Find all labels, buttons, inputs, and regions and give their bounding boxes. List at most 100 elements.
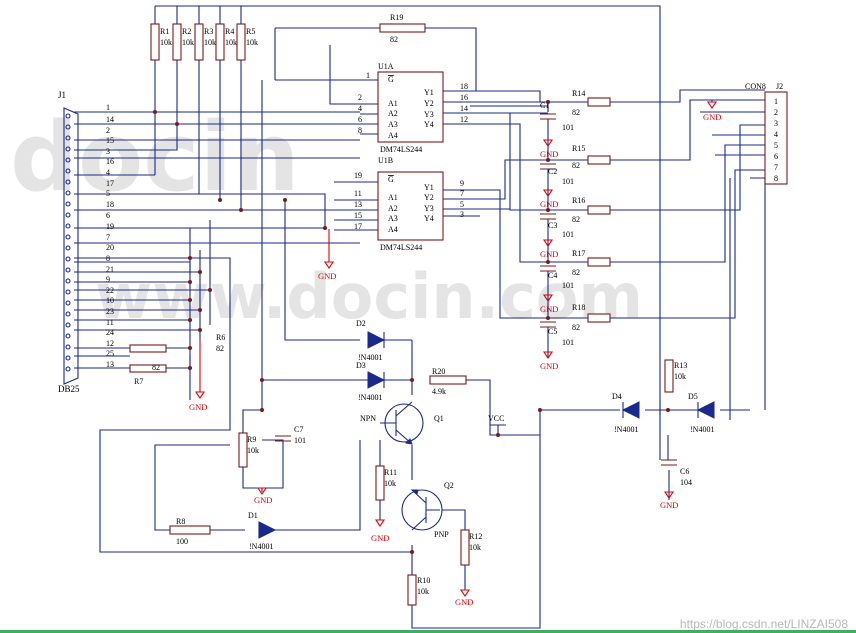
gnd-u1b: GND: [318, 229, 336, 281]
svg-text:A3: A3: [388, 214, 398, 223]
svg-text:1: 1: [366, 71, 370, 80]
svg-text:6: 6: [358, 115, 362, 124]
svg-text:GND: GND: [540, 249, 558, 259]
svg-text:7: 7: [106, 233, 110, 242]
svg-text:C4: C4: [548, 271, 557, 280]
svg-text:R2: R2: [182, 27, 191, 36]
svg-text:101: 101: [562, 281, 574, 290]
svg-text:20: 20: [106, 243, 114, 252]
svg-text:A1: A1: [388, 99, 398, 108]
svg-text:1: 1: [106, 103, 110, 112]
svg-text:10k: 10k: [247, 446, 259, 455]
svg-text:C7: C7: [294, 425, 303, 434]
svg-text:19: 19: [354, 171, 362, 180]
svg-text:R13: R13: [674, 361, 687, 370]
svg-text:14: 14: [106, 115, 114, 124]
svg-text:101: 101: [294, 436, 306, 445]
svg-text:16: 16: [106, 157, 114, 166]
diode-d1: D1 !N4001: [248, 511, 277, 551]
svg-text:13: 13: [354, 200, 362, 209]
svg-text:18: 18: [106, 200, 114, 209]
svg-text:GND: GND: [703, 112, 721, 122]
svg-text:R3: R3: [204, 27, 213, 36]
svg-text:R10: R10: [417, 576, 430, 585]
svg-text:3: 3: [460, 210, 464, 219]
svg-text:7: 7: [774, 163, 778, 172]
svg-text:8: 8: [358, 126, 362, 135]
svg-text:!N4001: !N4001: [358, 353, 382, 362]
ic-u1b: U1B G A1 A2 A3 A4 Y1 Y2 Y3 Y4 19 11 13 1…: [334, 156, 470, 252]
svg-text:Y2: Y2: [424, 99, 434, 108]
svg-text:C3: C3: [548, 221, 557, 230]
svg-text:R1: R1: [160, 27, 169, 36]
svg-text:C6: C6: [680, 467, 689, 476]
svg-text:6: 6: [774, 152, 778, 161]
svg-text:GND: GND: [540, 149, 558, 159]
svg-text:82: 82: [572, 108, 580, 117]
svg-text:15: 15: [106, 136, 114, 145]
j1-pin-labels: 1 14 2 15 3 16 4 17 5 18 6 19 7 20 8 21 …: [106, 103, 114, 369]
svg-text:82: 82: [572, 215, 580, 224]
connector-j2: CON8 J2 1 2 3 4 5 6 7 8: [745, 82, 788, 185]
svg-text:14: 14: [460, 104, 468, 113]
svg-text:D2: D2: [356, 319, 366, 328]
diode-d3: D3 !N4001: [356, 361, 386, 402]
svg-text:Q1: Q1: [434, 414, 444, 423]
svg-text:www.docin.com: www.docin.com: [95, 260, 643, 333]
gnd-c1: GND: [540, 139, 558, 159]
resistor-r19: R19 82: [379, 13, 426, 44]
svg-text:GND: GND: [455, 597, 473, 607]
svg-text:!N4001: !N4001: [690, 425, 714, 434]
connector-j1: J1 DB25 1 14 2 15 3 16 4 17 5 18 6 19 7 …: [58, 90, 114, 394]
svg-text:GND: GND: [318, 271, 336, 281]
svg-text:GND: GND: [540, 304, 558, 314]
svg-text:A4: A4: [388, 131, 398, 140]
svg-text:3: 3: [106, 147, 110, 156]
svg-text:D5: D5: [688, 392, 698, 401]
transistor-q1: NPN Q1: [360, 401, 444, 445]
svg-text:100: 100: [176, 537, 188, 546]
svg-text:CON8: CON8: [745, 82, 766, 91]
svg-text:R9: R9: [247, 435, 256, 444]
svg-text:82: 82: [390, 35, 398, 44]
svg-text:12: 12: [106, 339, 114, 348]
svg-text:U1B: U1B: [378, 156, 393, 165]
svg-text:101: 101: [562, 230, 574, 239]
svg-text:82: 82: [572, 268, 580, 277]
gnd-r9: GND: [254, 487, 272, 505]
svg-text:3: 3: [774, 119, 778, 128]
svg-text:GND: GND: [189, 402, 207, 412]
svg-text:5: 5: [460, 200, 464, 209]
svg-text:4: 4: [774, 130, 778, 139]
svg-text:C1: C1: [540, 101, 549, 110]
resistor-r12: R12 10k: [460, 529, 482, 566]
svg-text:17: 17: [106, 179, 114, 188]
svg-text:R6: R6: [216, 333, 225, 342]
svg-text:!N4001: !N4001: [249, 542, 273, 551]
svg-text:13: 13: [106, 360, 114, 369]
svg-text:Q2: Q2: [444, 481, 454, 490]
svg-text:10k: 10k: [160, 38, 172, 47]
svg-text:11: 11: [354, 189, 362, 198]
svg-text:R14: R14: [572, 89, 585, 98]
svg-text:8: 8: [106, 254, 110, 263]
resistor-r9: R9 10k: [238, 432, 259, 468]
svg-text:R19: R19: [390, 13, 403, 22]
resistor-r8: R8 100: [169, 517, 211, 546]
svg-text:D4: D4: [612, 392, 622, 401]
svg-text:10k: 10k: [469, 543, 481, 552]
svg-text:R5: R5: [246, 27, 255, 36]
gnd-c2: GND: [540, 189, 558, 209]
svg-text:10k: 10k: [384, 479, 396, 488]
gnd-c4: GND: [540, 294, 558, 314]
resistor-r13: R13 10k: [664, 359, 687, 393]
svg-text:J1: J1: [58, 90, 66, 100]
svg-text:24: 24: [106, 328, 114, 337]
svg-text:R12: R12: [469, 532, 482, 541]
gnd-c3: GND: [540, 239, 558, 259]
svg-text:11: 11: [106, 318, 114, 327]
svg-text:104: 104: [680, 478, 692, 487]
svg-text:R18: R18: [572, 303, 585, 312]
svg-text:82: 82: [572, 323, 580, 332]
